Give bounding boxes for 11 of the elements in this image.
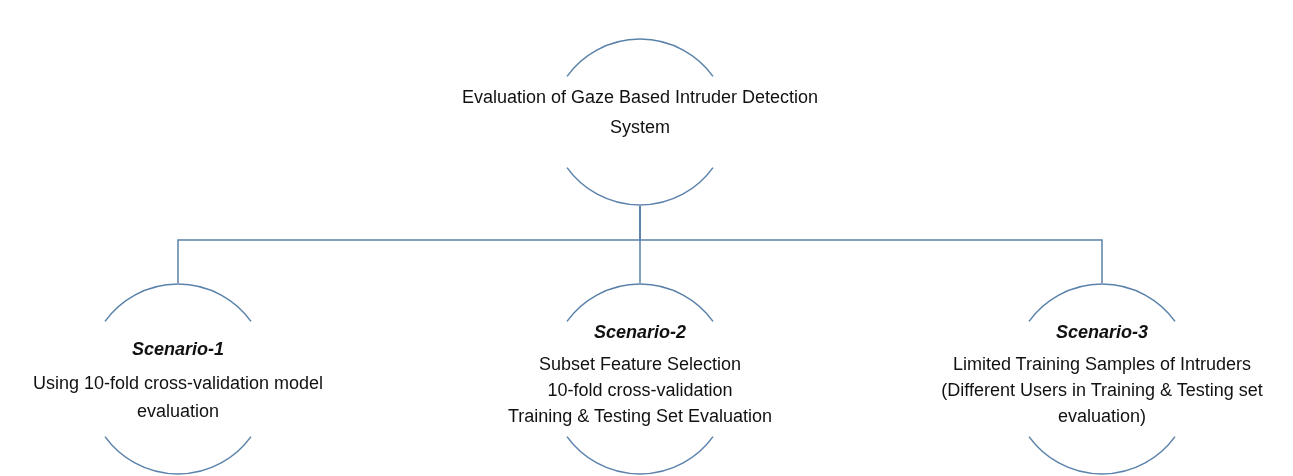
node-text: Subset Feature Selection [538,353,742,376]
scenario-heading: Scenario-3 [1055,321,1148,344]
connector-line [639,205,1103,284]
node-text: Training & Testing Set Evaluation [507,405,773,428]
node-text: Using 10-fold cross-validation model evaluation [31,372,325,423]
node-text: Evaluation of Gaze Based Intruder Detection System [460,86,820,139]
node-text: Limited Training Samples of Intruders [952,353,1252,376]
node-text: (Different Users in Training & Testing set evaluation) [940,379,1264,428]
scenario-heading: Scenario-1 [131,338,224,361]
scenario-heading: Scenario-2 [593,321,686,344]
node-text: 10-fold cross-validation [547,379,733,402]
